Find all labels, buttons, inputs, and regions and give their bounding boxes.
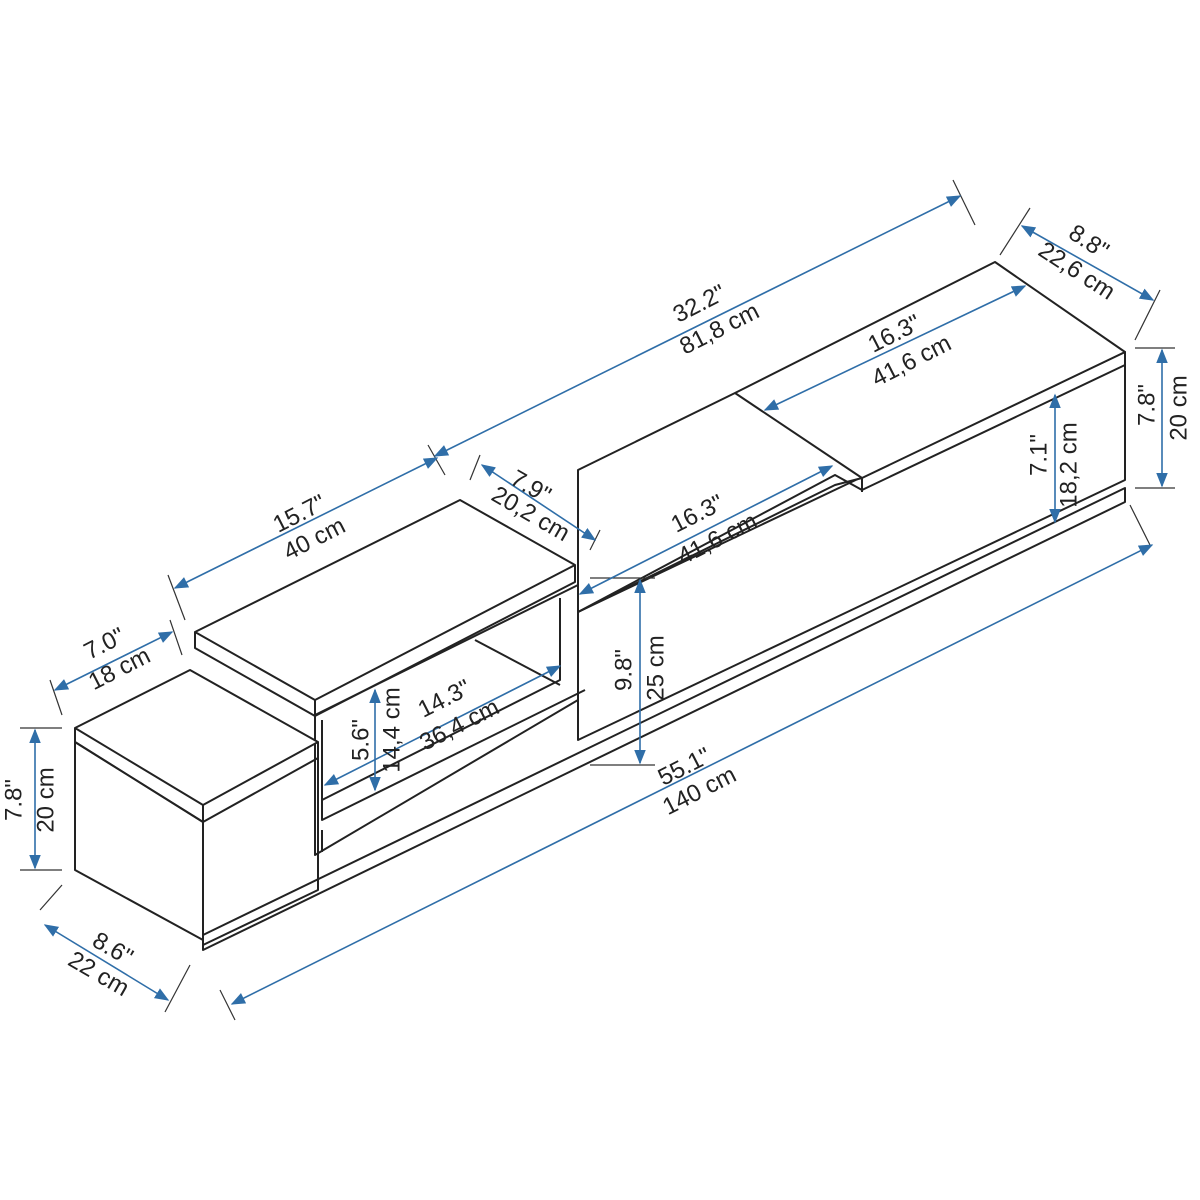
dim-line-middle-depth: [480, 464, 597, 541]
dimension-lines: [29, 195, 1168, 1005]
dim-line-total-length: [230, 544, 1154, 1005]
furniture-outline: [74, 261, 1126, 951]
label-imperial: 7.8": [0, 779, 27, 821]
label-imperial: 9.8": [610, 649, 637, 691]
dim-line-base-depth: [43, 924, 170, 1001]
dim-line-left-depth: [53, 631, 174, 691]
label-imperial: 5.6": [347, 719, 374, 761]
label-metric: 18,2 cm: [1055, 422, 1082, 507]
label-imperial: 7.8": [1133, 384, 1160, 426]
dim-line-right-depth: [1020, 225, 1155, 301]
dim-line-right-top-length: [763, 285, 1027, 411]
label-metric: 20 cm: [32, 767, 59, 832]
label-metric: 20 cm: [1165, 375, 1192, 440]
dim-line-top-total-length: [433, 195, 962, 457]
label-metric: 14,4 cm: [378, 687, 405, 772]
dim-line-shelf-length: [173, 457, 439, 589]
label-imperial: 7.1": [1025, 434, 1052, 476]
label-metric: 25 cm: [642, 635, 669, 700]
